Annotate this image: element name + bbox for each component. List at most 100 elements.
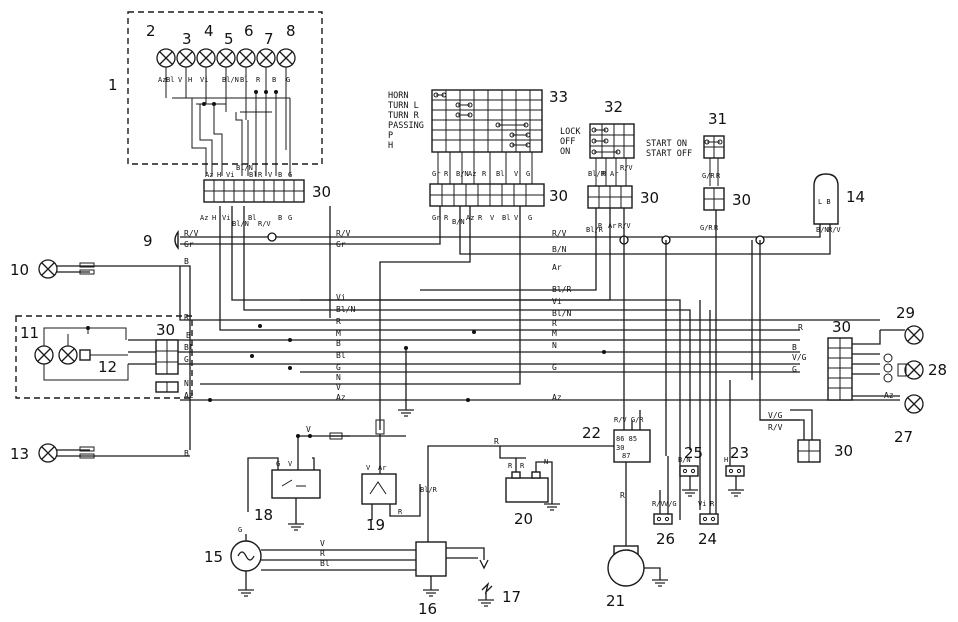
- battery-20-icon: [499, 446, 560, 511]
- svg-text:R: R: [482, 170, 487, 178]
- switch-26-icon: [653, 456, 673, 525]
- svg-text:R: R: [598, 222, 603, 230]
- label-20: 20: [514, 510, 533, 528]
- label-10: 10: [10, 261, 29, 279]
- svg-text:H: H: [217, 171, 221, 179]
- horn-9-icon: [174, 229, 179, 251]
- switch-26-wire-rv: R/V: [652, 500, 665, 508]
- label-7: 7: [264, 30, 274, 48]
- switch-32-wire-labels: Bl/R R Ar R/V: [588, 164, 633, 178]
- label-31: 31: [708, 110, 727, 128]
- switch-24-icon: [699, 240, 719, 525]
- label-30c: 30: [640, 189, 659, 207]
- wire-g-left: G: [184, 355, 189, 364]
- wire-b-bus: B: [336, 339, 341, 348]
- label-2: 2: [146, 22, 156, 40]
- switch-33-labels: HORN TURN L TURN R PASSING P H: [388, 91, 424, 151]
- bulb-3-icon: [176, 48, 196, 68]
- label-28: 28: [928, 361, 947, 379]
- bulb-4-icon: [196, 48, 216, 68]
- connector-30a-bottom-labels: Az H Vi Bl/N Bl R/V B G: [200, 214, 292, 228]
- label-22: 22: [582, 424, 601, 442]
- wire-r-bus-right: R: [552, 319, 557, 328]
- wire-vi-bus: Vi: [336, 293, 346, 302]
- relay-22-top-wires: R/V G/R: [614, 416, 644, 424]
- label-11: 11: [20, 324, 39, 342]
- svg-text:Bl: Bl: [248, 214, 256, 222]
- wire-rv-left: R/V: [184, 229, 199, 238]
- wire-az-bus: Az: [336, 393, 346, 402]
- fuel-sender-wire-blr: Bl/R: [420, 486, 438, 494]
- wire-g-bus-right: G: [552, 363, 557, 372]
- wire-n-bus: N: [336, 373, 341, 382]
- label-13: 13: [10, 445, 29, 463]
- svg-text:R/V: R/V: [618, 222, 631, 230]
- label-1: 1: [108, 76, 118, 94]
- wire-bn-right: B/N: [552, 245, 567, 254]
- lamp-14-label: L B: [818, 198, 831, 206]
- svg-text:START ON: START ON: [646, 139, 687, 149]
- cluster-pin-vi: Vi: [200, 76, 208, 84]
- starter-motor-21-icon: [607, 545, 668, 587]
- cluster-pin-h: H: [188, 76, 192, 84]
- label-15: 15: [204, 548, 223, 566]
- license-light-28-icon: [883, 353, 924, 383]
- label-24: 24: [698, 530, 717, 548]
- cluster-pin-bln: Bl/N: [222, 76, 239, 84]
- label-9: 9: [143, 232, 153, 250]
- wire-g-28: G: [792, 365, 797, 374]
- label-3: 3: [182, 30, 192, 48]
- svg-text:H: H: [388, 141, 393, 151]
- svg-text:Ar: Ar: [610, 170, 618, 178]
- label-16: 16: [418, 600, 437, 618]
- lamp-14-wire-rv: R/V: [828, 226, 841, 234]
- wire-v-regulator: V: [306, 425, 311, 434]
- wire-r-bus: R: [336, 317, 341, 326]
- switch-26-wire-vg: V/G: [664, 500, 677, 508]
- cdi-16-icon: [415, 541, 489, 597]
- cluster-bulbs: [156, 48, 296, 68]
- svg-text:Bl: Bl: [249, 171, 257, 179]
- switch-31-wire-gr: G/R: [702, 172, 715, 180]
- svg-text:Bl/R: Bl/R: [588, 170, 606, 178]
- svg-text:V: V: [514, 170, 519, 178]
- ground-12-icon: [79, 349, 91, 361]
- tail-light-29-icon: [880, 325, 924, 345]
- svg-text:Bl: Bl: [502, 214, 510, 222]
- svg-text:Az: Az: [205, 171, 213, 179]
- svg-text:G: G: [288, 171, 292, 179]
- svg-text:V: V: [514, 214, 519, 222]
- svg-text:Bl/N: Bl/N: [232, 220, 249, 228]
- generator-15-icon: [230, 534, 416, 597]
- wire-bln-bus: Bl/N: [336, 305, 355, 314]
- label-23: 23: [730, 444, 749, 462]
- svg-text:TURN L: TURN L: [388, 101, 419, 111]
- svg-text:Vi: Vi: [226, 171, 234, 179]
- wire-n-left: N: [184, 379, 189, 388]
- cluster-pin-az: Az: [158, 76, 166, 84]
- label-4: 4: [204, 22, 214, 40]
- switch-24-wire-vi: Vi: [698, 500, 706, 508]
- label-18: 18: [254, 506, 273, 524]
- label-30-rear: 30: [832, 318, 851, 336]
- connector-30b-bottom-labels: Gr R B/N Az R V Bl V G: [432, 214, 532, 226]
- svg-text:Bl: Bl: [496, 170, 504, 178]
- fuel-sender-wire-v: V: [366, 464, 371, 472]
- battery-wire-r1: R: [508, 462, 513, 470]
- svg-text:B: B: [278, 171, 282, 179]
- wire-bl-bus: Bl: [336, 351, 346, 360]
- parking-light-icon: [58, 345, 78, 365]
- cluster-pin-v: V: [178, 76, 183, 84]
- wire-bln-bus-right: Bl/N: [552, 309, 571, 318]
- svg-text:G: G: [288, 214, 292, 222]
- label-33: 33: [549, 88, 568, 106]
- label-8: 8: [286, 22, 296, 40]
- wire-rv-30: R/V: [768, 423, 783, 432]
- switch-33-wire-labels: Gr R B/N Az R Bl V G: [432, 170, 530, 178]
- switch-33: [431, 89, 543, 153]
- wire-b-28: B: [792, 343, 797, 352]
- svg-text:B/N: B/N: [452, 218, 465, 226]
- wire-r-29: R: [798, 323, 803, 332]
- svg-text:Bl/R: Bl/R: [586, 226, 604, 234]
- svg-text:Vi: Vi: [222, 214, 230, 222]
